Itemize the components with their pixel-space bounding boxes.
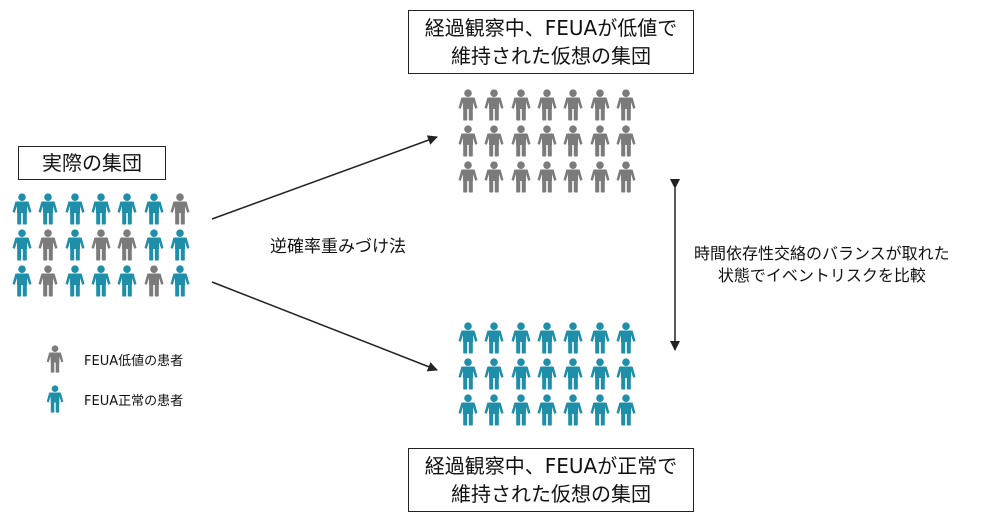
actual-low-person-icon xyxy=(38,265,58,301)
hypo-low-low-person-icon xyxy=(484,89,504,125)
actual-normal-person-icon xyxy=(91,265,111,301)
hypo-normal-normal-person-icon xyxy=(458,358,478,394)
hypo-normal-title-line1: 経過観察中、FEUAが正常で xyxy=(424,454,678,478)
hypo-low-low-person-icon xyxy=(563,161,583,197)
actual-normal-person-icon xyxy=(144,193,164,229)
actual-normal-person-icon xyxy=(65,229,85,265)
comparison-label-line1: 時間依存性交絡のバランスが取れた xyxy=(694,244,950,263)
hypo-low-low-person-icon xyxy=(563,125,583,161)
actual-low-person-icon xyxy=(38,229,58,265)
comparison-label-line2: 状態でイベントリスクを比較 xyxy=(717,266,926,285)
hypo-normal-normal-person-icon xyxy=(563,394,583,430)
hypo-low-low-person-icon xyxy=(484,125,504,161)
hypo-normal-normal-person-icon xyxy=(616,394,636,430)
legend-normal-person-icon xyxy=(46,385,64,417)
hypo-normal-normal-person-icon xyxy=(511,358,531,394)
actual-normal-person-icon xyxy=(117,265,137,301)
hypo-low-low-person-icon xyxy=(563,89,583,125)
hypo-normal-normal-person-icon xyxy=(590,394,610,430)
hypo-normal-normal-person-icon xyxy=(484,358,504,394)
hypo-normal-normal-person-icon xyxy=(616,322,636,358)
hypo-normal-normal-person-icon xyxy=(537,322,557,358)
actual-normal-person-icon xyxy=(12,265,32,301)
actual-normal-person-icon xyxy=(12,193,32,229)
actual-low-person-icon xyxy=(170,193,190,229)
arrow-to-normal-group xyxy=(211,281,438,372)
hypo-normal-normal-person-icon xyxy=(537,358,557,394)
actual-normal-person-icon xyxy=(117,193,137,229)
hypo-low-low-person-icon xyxy=(616,161,636,197)
hypo-low-low-person-icon xyxy=(590,161,610,197)
comparison-label: 時間依存性交絡のバランスが取れた 状態でイベントリスクを比較 xyxy=(694,243,950,287)
legend-low-label: FEUA低値の患者 xyxy=(84,354,184,369)
hypo-normal-title-box: 経過観察中、FEUAが正常で 維持された仮想の集団 xyxy=(408,448,694,512)
hypo-normal-title-line2: 維持された仮想の集団 xyxy=(451,482,651,506)
hypo-low-low-person-icon xyxy=(590,125,610,161)
hypo-normal-normal-person-icon xyxy=(590,322,610,358)
hypo-normal-normal-person-icon xyxy=(563,322,583,358)
legend-low-person-icon xyxy=(46,345,64,377)
hypo-low-low-person-icon xyxy=(616,89,636,125)
actual-normal-person-icon xyxy=(12,229,32,265)
method-label: 逆確率重みづけ法 xyxy=(270,237,406,257)
hypo-low-title-line2: 維持された仮想の集団 xyxy=(451,44,651,68)
actual-normal-person-icon xyxy=(170,229,190,265)
hypo-normal-normal-person-icon xyxy=(616,358,636,394)
hypo-low-title-line1: 経過観察中、FEUAが低値で xyxy=(424,16,678,40)
actual-normal-person-icon xyxy=(144,229,164,265)
hypo-low-low-person-icon xyxy=(511,89,531,125)
actual-group-title: 実際の集団 xyxy=(42,151,142,175)
actual-low-person-icon xyxy=(117,229,137,265)
hypo-low-low-person-icon xyxy=(537,125,557,161)
hypo-low-low-person-icon xyxy=(590,89,610,125)
hypo-low-low-person-icon xyxy=(616,125,636,161)
hypo-normal-normal-person-icon xyxy=(590,358,610,394)
hypo-low-low-person-icon xyxy=(484,161,504,197)
actual-low-person-icon xyxy=(91,229,111,265)
hypo-normal-normal-person-icon xyxy=(511,322,531,358)
actual-normal-person-icon xyxy=(170,265,190,301)
hypo-normal-normal-person-icon xyxy=(458,394,478,430)
hypo-low-low-person-icon xyxy=(511,161,531,197)
hypo-low-low-person-icon xyxy=(511,125,531,161)
arrow-to-low-group xyxy=(211,135,438,220)
actual-normal-person-icon xyxy=(38,193,58,229)
hypo-low-low-person-icon xyxy=(458,125,478,161)
hypo-low-low-person-icon xyxy=(458,161,478,197)
hypo-low-low-person-icon xyxy=(537,89,557,125)
hypo-normal-normal-person-icon xyxy=(458,322,478,358)
hypo-normal-normal-person-icon xyxy=(563,358,583,394)
legend-normal-label: FEUA正常の患者 xyxy=(84,394,184,409)
hypo-normal-normal-person-icon xyxy=(484,394,504,430)
actual-normal-person-icon xyxy=(65,193,85,229)
hypo-normal-normal-person-icon xyxy=(484,322,504,358)
hypo-normal-normal-person-icon xyxy=(537,394,557,430)
hypo-low-low-person-icon xyxy=(458,89,478,125)
hypo-low-low-person-icon xyxy=(537,161,557,197)
hypo-normal-normal-person-icon xyxy=(511,394,531,430)
actual-normal-person-icon xyxy=(91,193,111,229)
actual-group-title-box: 実際の集団 xyxy=(18,146,166,180)
hypo-low-title-box: 経過観察中、FEUAが低値で 維持された仮想の集団 xyxy=(408,10,694,74)
actual-normal-person-icon xyxy=(65,265,85,301)
actual-low-person-icon xyxy=(144,265,164,301)
